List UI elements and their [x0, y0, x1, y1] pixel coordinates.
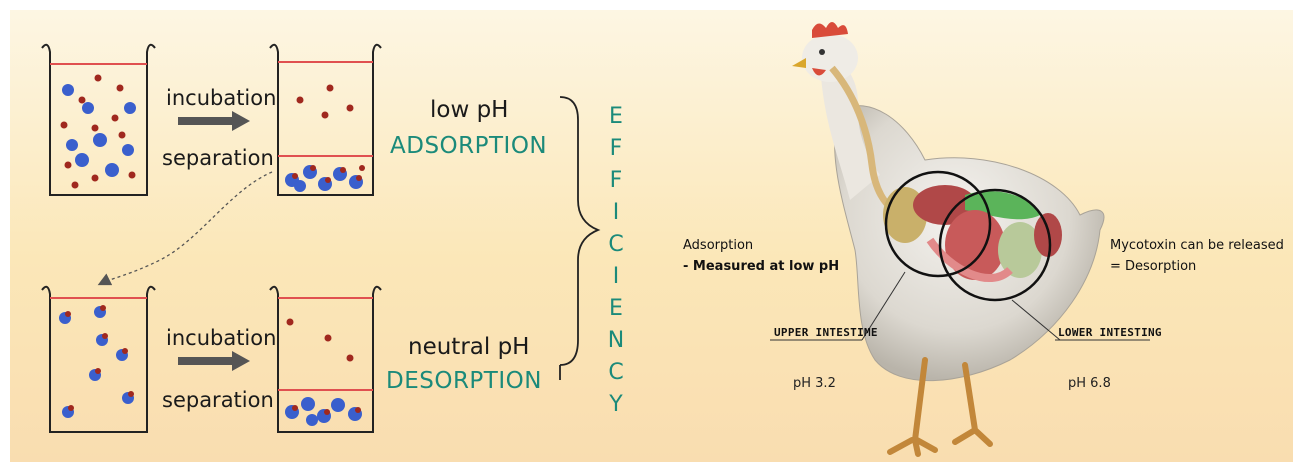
beaker-desorption	[270, 287, 381, 432]
bottom-separation-label: separation	[162, 388, 274, 412]
adsorption-note: - Measured at low pH	[683, 259, 839, 274]
efficiency-letter: C	[604, 360, 628, 385]
efficiency-letter: I	[604, 200, 628, 225]
adsorption-label: ADSORPTION	[390, 133, 547, 159]
beaker-adsorption	[270, 45, 381, 195]
efficiency-letter: N	[604, 328, 628, 353]
release-title: Mycotoxin can be released	[1110, 238, 1284, 253]
lower-ph-value: pH 6.8	[1068, 376, 1111, 391]
transfer-arrow	[100, 172, 272, 284]
upper-ph-value: pH 3.2	[793, 376, 836, 391]
lower-intestine-label: LOWER INTESTING	[1058, 326, 1162, 339]
efficiency-letter: E	[604, 296, 628, 321]
release-note: = Desorption	[1110, 259, 1196, 274]
upper-intestine-label: UPPER INTESTIME	[774, 326, 878, 339]
beaker-start-top	[42, 45, 155, 195]
desorption-label: DESORPTION	[386, 368, 542, 394]
top-separation-label: separation	[162, 146, 274, 170]
efficiency-letter: Y	[604, 392, 628, 417]
efficiency-letter: C	[604, 232, 628, 257]
efficiency-letter: E	[604, 104, 628, 129]
adsorption-title: Adsorption	[683, 238, 753, 253]
efficiency-letter: F	[604, 168, 628, 193]
efficiency-letter: F	[604, 136, 628, 161]
efficiency-letter: I	[604, 264, 628, 289]
arrow-bottom	[178, 351, 250, 371]
bottom-incubation-label: incubation	[166, 326, 276, 350]
beaker-resuspended	[42, 287, 155, 432]
arrow-top	[178, 111, 250, 131]
low-ph-label: low pH	[430, 97, 508, 123]
brace-top	[560, 97, 598, 365]
neutral-ph-label: neutral pH	[408, 334, 529, 360]
top-incubation-label: incubation	[166, 86, 276, 110]
